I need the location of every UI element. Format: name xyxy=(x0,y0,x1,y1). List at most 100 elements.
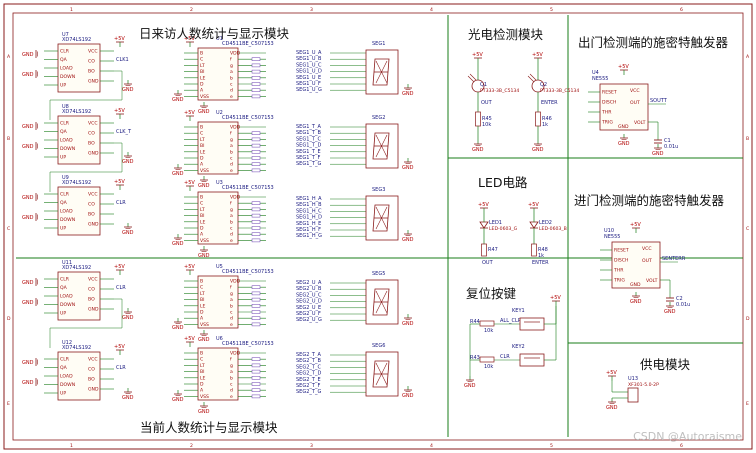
capacitor-ref: C1 xyxy=(664,138,671,144)
timer-pin-label: THR xyxy=(601,110,612,116)
timer-ref: U4 xyxy=(592,70,599,76)
key-ref: KEY1 xyxy=(512,308,525,314)
counter-pin-label: DOWN xyxy=(60,74,75,80)
counter-pin-label: CLR xyxy=(60,121,70,127)
vcc-label: +5V xyxy=(606,370,617,376)
decoder-ref: U3 xyxy=(216,180,223,186)
vcc-label: +5V xyxy=(184,336,195,342)
gnd-label: GND xyxy=(122,315,134,321)
decoder-pin-label: d xyxy=(230,162,233,168)
gnd-label: GND xyxy=(472,147,484,153)
decoder-pin-label: LE xyxy=(200,75,206,81)
decoder-pin-label: BI xyxy=(200,143,205,149)
counter-pin-label: CLR xyxy=(60,277,70,283)
counter-net-label: CLR xyxy=(116,200,126,206)
display-diagonal xyxy=(375,206,388,230)
vcc-label: +5V xyxy=(184,180,195,186)
key-ref: KEY2 xyxy=(512,344,525,350)
segment-net-label: SEG1_T_B xyxy=(296,130,321,136)
decoder-ref: U6 xyxy=(216,336,223,342)
decoder-pin-label: A xyxy=(200,316,204,322)
decoder-pin-label: e xyxy=(230,95,233,100)
counter-pin-label: BO xyxy=(88,212,95,218)
decoder-pin-label: a xyxy=(230,298,233,303)
light-arrow xyxy=(467,75,475,83)
decoder-pin-label: c xyxy=(230,83,233,88)
segment-net-label: SEG2_T_A xyxy=(296,352,321,358)
series-resistor xyxy=(251,376,261,380)
series-resistor xyxy=(251,82,261,86)
gnd-label: GND xyxy=(22,360,34,366)
decoder-pin-label: a xyxy=(230,70,233,75)
timer-pin-label: GND xyxy=(630,282,641,288)
display-ref: SEG3 xyxy=(372,187,385,193)
gnd-label: GND xyxy=(172,171,184,177)
phototransistor-part: PT333-3B_C5134 xyxy=(480,88,519,94)
decoder-pin-label: LE xyxy=(200,375,206,381)
segment-net-label: SEG1_U_G xyxy=(296,87,322,93)
counter-pin-label: CO xyxy=(88,287,95,293)
led-net: ENTER xyxy=(532,260,549,266)
decoder-body xyxy=(197,347,239,401)
series-resistor xyxy=(251,285,261,289)
segment-net-label: SEG1_H_E xyxy=(296,221,321,227)
decoder-pin-label: b xyxy=(230,149,233,155)
section-title-visitor-count: 日来访人数统计与显示模块 xyxy=(139,26,290,41)
grid-col-label: 3 xyxy=(310,443,313,449)
counter-chips: U7XD74LS192CLRQALOADDOWNUPVCCCOBOGNDCLK1… xyxy=(22,32,134,401)
counter-pin-label: GND xyxy=(88,387,99,393)
timer-pin-label: GND xyxy=(618,124,629,130)
section-title-power: 供电模块 xyxy=(640,357,691,372)
series-resistor xyxy=(251,162,261,166)
right-side-circuits: +5VQ1PT333-3B_C5134OUTR4510kGND+5VQ2PT33… xyxy=(464,52,690,411)
gnd-label: GND xyxy=(664,309,676,315)
decoder-pin-label: C xyxy=(200,357,203,363)
key-res-ref: R44 xyxy=(470,319,480,325)
gnd-label: GND xyxy=(22,300,34,306)
key-res-val: 10k xyxy=(484,364,493,370)
gnd-label: GND xyxy=(22,215,34,221)
watermark: CSDN @Autoraisme xyxy=(633,430,742,443)
gnd-label: GND xyxy=(22,144,34,150)
resistor xyxy=(475,111,481,127)
series-resistor xyxy=(251,382,261,386)
decoder-pin-label: B xyxy=(200,195,203,201)
gnd-label: GND xyxy=(402,165,414,171)
decoder-pin-label: VSS xyxy=(200,94,209,100)
resistor xyxy=(479,356,495,363)
segment-net-label: SEG1_T_G xyxy=(296,161,321,167)
segment-net-label: SEG1_T_F xyxy=(296,155,320,161)
counter-net-label: CLK_T xyxy=(116,129,132,135)
decoder-pin-label: g xyxy=(230,138,233,143)
counter-ref: U9 xyxy=(62,175,69,181)
timer-pin-label: VCC xyxy=(630,88,640,94)
counter-pin-label: CLR xyxy=(60,192,70,198)
gnd-label: GND xyxy=(122,230,134,236)
segment-net-label: SEG2_U_A xyxy=(296,280,322,286)
gnd-label: GND xyxy=(618,141,630,147)
decoder-pin-label: VDD xyxy=(230,195,241,201)
vcc-label: +5V xyxy=(114,179,125,185)
display-segments xyxy=(372,204,390,232)
grid-row-label: A xyxy=(746,54,750,60)
segment-net-label: SEG1_H_G xyxy=(296,233,322,239)
segment-net-label: SEG1_U_E xyxy=(296,75,321,81)
counter-pin-label: VCC xyxy=(88,121,98,127)
grid-col-label: 2 xyxy=(190,443,193,449)
decoder-pin-label: VDD xyxy=(230,125,241,131)
counter-ref: U8 xyxy=(62,104,69,110)
vcc-label: +5V xyxy=(478,202,489,208)
vcc-label: +5V xyxy=(630,222,641,228)
counter-pin-label: QA xyxy=(60,365,68,371)
counter-pin-label: GND xyxy=(88,222,99,228)
counter-pin-label: UP xyxy=(60,155,66,161)
segment-net-label: SEG1_H_B xyxy=(296,202,322,208)
timer-pin-label: TRIG xyxy=(601,120,613,126)
decoder-pin-label: f xyxy=(230,357,232,363)
counter-pin-label: VCC xyxy=(88,49,98,55)
grid-col-label: 1 xyxy=(70,7,73,13)
phototransistor-part: PT333-3B_C5134 xyxy=(540,88,579,94)
segment-net-label: SEG1_U_A xyxy=(296,50,322,56)
decoder-pin-label: VDD xyxy=(230,351,241,357)
counter-pin-label: VCC xyxy=(88,357,98,363)
